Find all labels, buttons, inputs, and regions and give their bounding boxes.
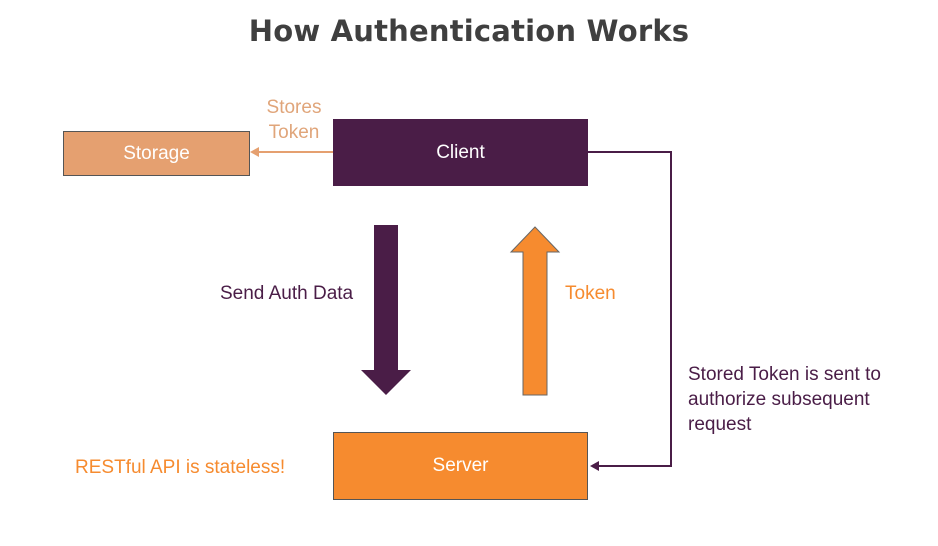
client-node: Client: [333, 119, 588, 186]
stored-token-note-line: Stored Token is sent to: [688, 364, 881, 385]
stored-token-arrowhead: [590, 461, 599, 471]
storage-node: Storage: [63, 131, 250, 176]
stores-token-arrowhead: [250, 147, 259, 157]
send-auth-data-arrow: [361, 225, 411, 395]
client-node-label: Client: [436, 141, 485, 163]
restful-stateless-note: RESTful API is stateless!: [75, 457, 286, 478]
stored-token-note-line: request: [688, 414, 752, 435]
storage-node-label: Storage: [123, 142, 190, 164]
token-label: Token: [565, 283, 616, 304]
stored-token-connector: [588, 151, 672, 467]
send-auth-data-label: Send Auth Data: [220, 283, 354, 304]
stores-token-label: Stores Token: [266, 97, 322, 143]
token-up-arrow: [509, 226, 561, 396]
stored-token-note-line: authorize subsequent: [688, 389, 870, 410]
server-node: Server: [333, 432, 588, 500]
diagram-title: How Authentication Works: [248, 14, 690, 48]
server-node-label: Server: [432, 455, 489, 476]
stored-token-note: Stored Token is sent to authorize subseq…: [688, 362, 928, 437]
